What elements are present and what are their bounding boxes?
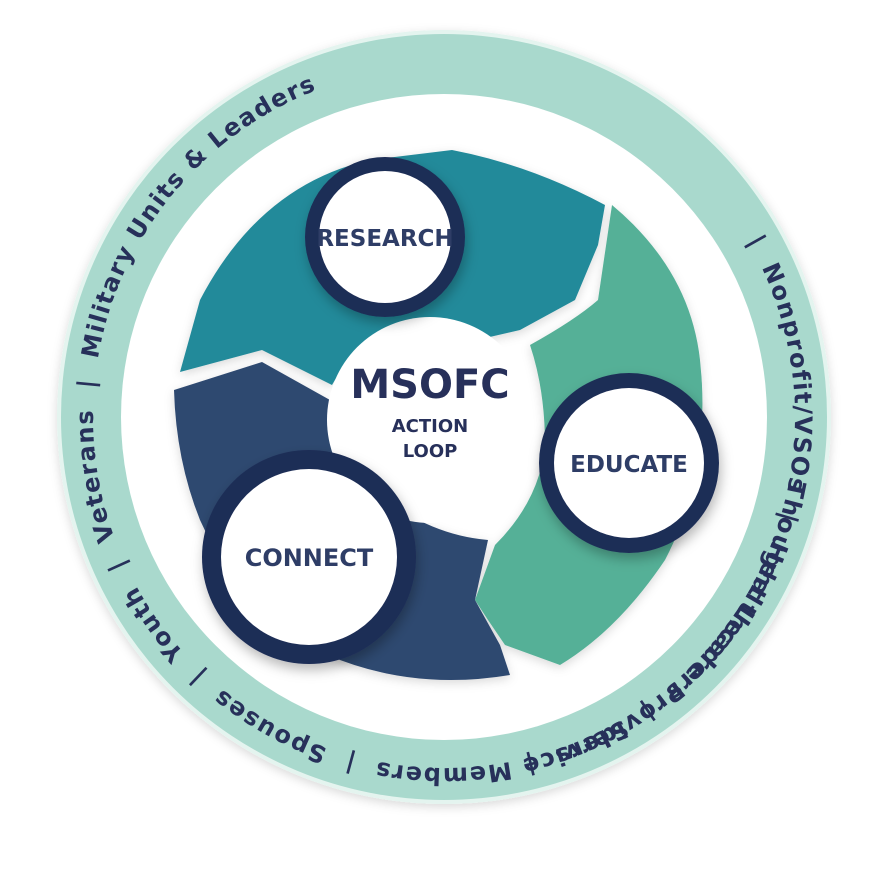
ring-separator: |: [72, 377, 101, 390]
center-subtitle-line1: ACTION: [392, 416, 468, 437]
center-circle: [327, 317, 533, 523]
educate-label: EDUCATE: [570, 452, 688, 478]
research-node: [305, 157, 465, 317]
research-node-fill: [319, 171, 451, 303]
center-subtitle-line2: LOOP: [403, 441, 458, 462]
research-label: RESEARCH: [316, 226, 453, 252]
educate-node-fill: [554, 388, 704, 538]
connect-node: [202, 450, 416, 664]
connect-node-fill: [221, 469, 397, 645]
center-title: MSOFC: [350, 362, 509, 408]
educate-node: [539, 373, 719, 553]
connect-label: CONNECT: [245, 544, 374, 572]
center-hub: MSOFC ACTION LOOP: [327, 317, 533, 523]
